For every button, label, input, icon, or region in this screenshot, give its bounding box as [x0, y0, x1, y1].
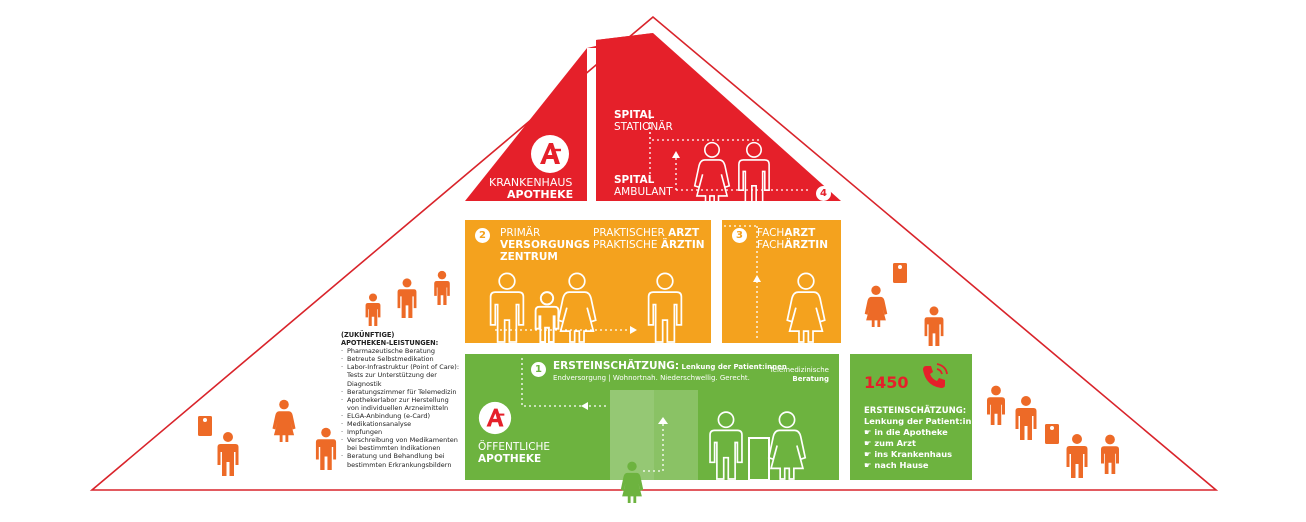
primary-care-line2: VERSORGUNGS — [500, 239, 591, 251]
pharmacy-subtitle: Endversorgung | Wohnortnah. Niederschwel… — [553, 374, 750, 382]
pharmacy-counter — [748, 437, 770, 481]
service-item: Verschreibung von Medikamenten bei besti… — [341, 436, 461, 452]
hotline-number: 1450 — [864, 373, 909, 392]
hotline-destination-list: ☛ in die Apotheke☛ zum Arzt☛ ins Kranken… — [864, 427, 952, 471]
roof-notch — [587, 33, 653, 48]
hospital-ward-light: STATIONÄR — [614, 121, 673, 133]
apotheke-a-logo-icon — [478, 401, 512, 435]
hotline-destination-label: zum Arzt — [874, 438, 916, 448]
service-item: Beratung und Behandlung bei bestimmten E… — [341, 452, 461, 468]
hotline-destination-item: ☛ in die Apotheke — [864, 427, 952, 438]
service-item: ELGA-Anbindung (e-Card) — [341, 412, 461, 420]
hospital-block — [596, 33, 841, 201]
hotline-block — [850, 354, 972, 480]
hotline-1450: 1450 ERSTEINSCHÄTZUNG: Lenkung der Patie… — [850, 354, 989, 480]
pharmacy-name-line2: APOTHEKE — [478, 453, 542, 465]
phone-icon — [923, 363, 948, 388]
service-item: Labor-Infrastruktur (Point of Care): Tes… — [341, 363, 461, 387]
primary-care: 2 PRIMÄR VERSORGUNGS ZENTRUM PRAKTISCHER… — [465, 220, 711, 343]
specialist-male-label: FACHARZT — [757, 227, 816, 239]
telemedicine-line2: Beratung — [792, 375, 829, 383]
services-heading-line1: (ZUKÜNFTIGE) — [341, 331, 395, 339]
service-item: Pharmazeutische Beratung — [341, 347, 461, 355]
pointing-hand-icon: ☛ — [864, 438, 875, 448]
primary-care-line1: PRIMÄR — [500, 227, 541, 239]
hotline-destination-label: in die Apotheke — [874, 427, 948, 437]
gp-female-label: PRAKTISCHE ÄRZTIN — [593, 239, 705, 251]
service-item: Impfungen — [341, 428, 461, 436]
services-list: Pharmazeutische BeratungBetreute Selbstm… — [341, 347, 461, 468]
pharmacy-name-line1: ÖFFENTLICHE — [478, 441, 551, 453]
hotline-destination-item: ☛ ins Krankenhaus — [864, 449, 952, 460]
hotline-destination-item: ☛ zum Arzt — [864, 438, 952, 449]
hospital-pharmacy: KRANKENHAUS APOTHEKE — [465, 48, 587, 201]
hotline-destination-label: ins Krankenhaus — [874, 449, 953, 459]
step-badge-3: 3 — [732, 228, 747, 243]
apotheke-a-logo-icon — [531, 135, 569, 173]
telemedicine-line1: Telemedizinische — [769, 366, 829, 374]
gp-male-label: PRAKTISCHER ARZT — [593, 227, 700, 239]
pharmacy-services: (ZUKÜNFTIGE) APOTHEKEN-LEISTUNGEN: Pharm… — [341, 331, 461, 469]
pharmacy-block — [465, 354, 839, 480]
hospital-ward-bold: SPITAL — [614, 109, 655, 121]
service-item: Betreute Selbstmedikation — [341, 355, 461, 363]
specialist: 3 FACHARZT FACHÄRZTIN — [722, 220, 841, 343]
pharmacy-title: ERSTEINSCHÄTZUNG: Lenkung der Patient:in… — [553, 360, 787, 372]
service-item: Apothekerlabor zur Herstellung von indiv… — [341, 396, 461, 412]
services-heading-line2: APOTHEKEN-LEISTUNGEN: — [341, 339, 439, 348]
hospital-outpatient-light: AMBULANT — [614, 186, 673, 198]
pointing-hand-icon: ☛ — [864, 460, 875, 470]
pointing-hand-icon: ☛ — [864, 427, 875, 437]
flow-arrows — [581, 151, 761, 424]
public-pharmacy: 1 ERSTEINSCHÄTZUNG: Lenkung der Patient:… — [465, 354, 839, 480]
hospital: SPITAL STATIONÄR SPITAL AMBULANT 4 — [596, 40, 841, 201]
card-marks — [203, 265, 1054, 430]
step-badge-2: 2 — [475, 228, 490, 243]
hotline-heading: ERSTEINSCHÄTZUNG: — [864, 406, 967, 416]
service-item: Medikationsanalyse — [341, 420, 461, 428]
hotline-destination-label: nach Hause — [874, 460, 929, 470]
hospital-pharmacy-line2: APOTHEKE — [507, 188, 574, 201]
specialist-female-label: FACHÄRZTIN — [757, 239, 828, 251]
primary-care-block — [465, 220, 711, 343]
step-badge-1: 1 — [531, 362, 546, 377]
hotline-destination-item: ☛ nach Hause — [864, 460, 952, 471]
primary-care-line3: ZENTRUM — [500, 251, 558, 263]
service-item: Beratungszimmer für Telemedizin — [341, 388, 461, 396]
step-badge-4: 4 — [816, 186, 831, 201]
pointing-hand-icon: ☛ — [864, 449, 875, 459]
hotline-subheading: Lenkung der Patient:innen — [864, 416, 989, 426]
hospital-outpatient-bold: SPITAL — [614, 174, 655, 186]
pyramid-outline — [89, 15, 1219, 491]
pharmacy-panel — [654, 390, 698, 480]
hospital-pharmacy-line1: KRANKENHAUS — [489, 176, 573, 189]
